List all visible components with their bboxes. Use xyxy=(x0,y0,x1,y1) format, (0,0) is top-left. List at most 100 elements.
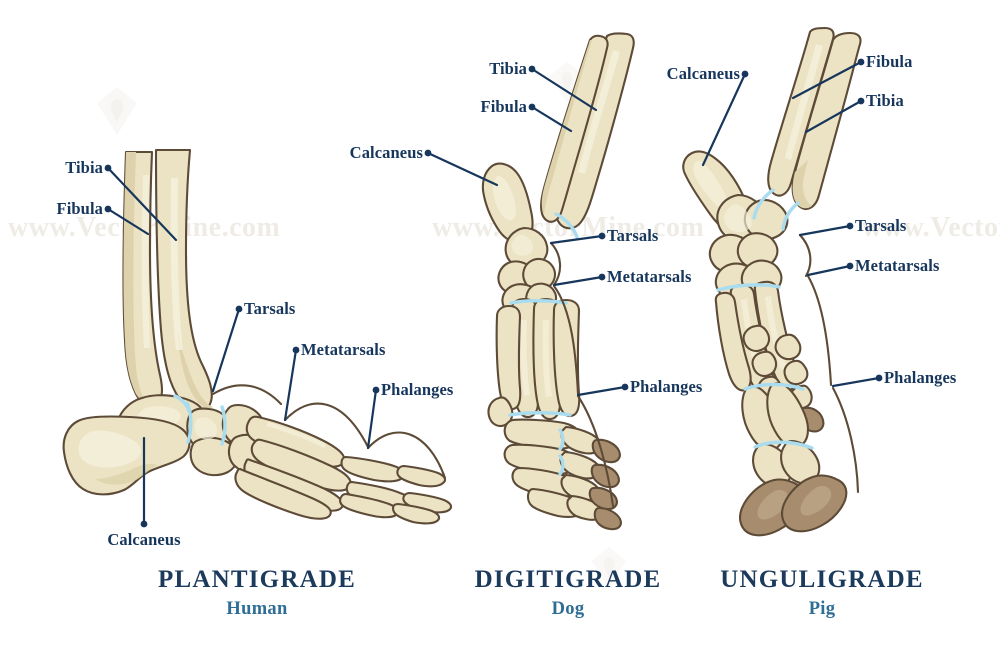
caption-subtitle-unguligrade: Pig xyxy=(808,599,836,620)
caption-digitigrade: DIGITIGRADE Dog xyxy=(474,566,662,620)
leader-dot-plantigrade-calcaneus xyxy=(140,520,148,528)
bone-label-unguligrade-metatarsals: Metatarsals xyxy=(855,255,940,275)
leader-dot-plantigrade-phalanges xyxy=(372,386,380,394)
bone-label-plantigrade-tibia: Tibia xyxy=(65,157,103,177)
human-tarsal-brace xyxy=(211,384,283,406)
pig-tarsal-brace xyxy=(798,233,812,278)
leader-dot-unguligrade-tibia xyxy=(857,97,865,105)
bone-label-plantigrade-calcaneus: Calcaneus xyxy=(107,529,181,549)
leader-dot-plantigrade-tibia xyxy=(104,164,112,172)
bone-label-digitigrade-fibula: Fibula xyxy=(480,96,527,116)
human-phalanges-brace xyxy=(366,431,447,480)
dog-metatarsal-brace xyxy=(552,284,580,396)
leader-line-plantigrade-tibia xyxy=(106,166,178,242)
pig-cartilage xyxy=(752,188,775,220)
dog-metatarsal-bones xyxy=(495,297,581,421)
human-cartilage xyxy=(220,405,227,446)
caption-title-unguligrade: UNGULIGRADE xyxy=(720,566,924,593)
leader-dot-unguligrade-phalanges xyxy=(875,374,883,382)
leader-dot-plantigrade-metatarsals xyxy=(292,346,300,354)
bone-label-unguligrade-calcaneus: Calcaneus xyxy=(666,63,740,83)
leader-dot-digitigrade-phalanges xyxy=(621,383,629,391)
bone-label-digitigrade-phalanges: Phalanges xyxy=(630,376,703,396)
leader-line-plantigrade-fibula xyxy=(106,207,150,236)
caption-subtitle-plantigrade: Human xyxy=(226,599,288,620)
leader-dot-unguligrade-fibula xyxy=(857,58,865,66)
human-foot-skeleton xyxy=(62,148,453,525)
leader-line-unguligrade-calcaneus xyxy=(701,72,747,167)
bone-label-digitigrade-tibia: Tibia xyxy=(489,58,527,78)
human-metatarsal-brace xyxy=(283,402,370,449)
pig-tarsal-bones xyxy=(708,193,789,301)
dog-cartilage xyxy=(558,454,565,476)
caption-unguligrade: UNGULIGRADE Pig xyxy=(720,566,924,620)
dog-cartilage xyxy=(554,212,579,239)
leader-dot-unguligrade-tarsals xyxy=(846,222,854,230)
leader-dot-plantigrade-fibula xyxy=(104,205,112,213)
leader-dot-digitigrade-calcaneus xyxy=(424,149,432,157)
human-cartilage xyxy=(173,394,191,413)
bone-label-digitigrade-calcaneus: Calcaneus xyxy=(349,142,423,162)
bone-label-unguligrade-fibula: Fibula xyxy=(866,51,913,71)
caption-plantigrade: PLANTIGRADE Human xyxy=(158,566,356,620)
dog-fibula-bone xyxy=(540,34,609,223)
bone-label-plantigrade-tarsals: Tarsals xyxy=(244,298,296,318)
leader-dot-unguligrade-calcaneus xyxy=(741,70,749,78)
caption-title-plantigrade: PLANTIGRADE xyxy=(158,566,356,593)
leader-dot-digitigrade-fibula xyxy=(528,103,536,111)
leader-line-plantigrade-metatarsals xyxy=(283,348,298,422)
leader-line-digitigrade-tibia xyxy=(530,67,598,112)
caption-title-digitigrade: DIGITIGRADE xyxy=(474,566,662,593)
leader-line-unguligrade-metatarsals xyxy=(806,264,852,277)
pig-metatarsal-brace xyxy=(806,274,833,387)
pig-foot-skeleton xyxy=(682,26,862,537)
bone-label-plantigrade-fibula: Fibula xyxy=(56,198,103,218)
watermark-text: www.VectorMine.com xyxy=(862,212,1000,243)
dog-cartilage xyxy=(558,428,565,451)
watermark-logo-icon xyxy=(97,87,137,135)
leader-line-digitigrade-fibula xyxy=(530,105,573,133)
dog-cartilage xyxy=(509,299,568,305)
pig-cartilage xyxy=(781,201,800,231)
leader-line-digitigrade-phalanges xyxy=(576,385,627,397)
leader-line-unguligrade-tarsals xyxy=(798,224,852,237)
bone-label-plantigrade-metatarsals: Metatarsals xyxy=(301,339,386,359)
human-calcaneus-bone xyxy=(62,415,191,496)
leader-dot-digitigrade-tarsals xyxy=(598,232,606,240)
pig-cartilage xyxy=(753,440,814,450)
dog-phalanges-brace xyxy=(576,394,615,508)
dog-cartilage xyxy=(508,411,572,417)
human-fibula-bone xyxy=(122,150,164,407)
bone-label-unguligrade-phalanges: Phalanges xyxy=(884,367,957,387)
leader-dot-unguligrade-metatarsals xyxy=(846,262,854,270)
leader-line-digitigrade-metatarsals xyxy=(552,275,604,287)
bone-label-digitigrade-tarsals: Tarsals xyxy=(607,225,659,245)
leader-line-plantigrade-tarsals xyxy=(211,307,241,393)
leader-dot-plantigrade-tarsals xyxy=(235,305,243,313)
leader-line-digitigrade-tarsals xyxy=(549,234,604,245)
pig-hoof-tips xyxy=(739,474,848,537)
human-metatarsal-bones xyxy=(234,415,352,520)
bone-label-unguligrade-tibia: Tibia xyxy=(866,90,904,110)
leader-line-unguligrade-fibula xyxy=(791,60,863,100)
pig-cartilage xyxy=(743,382,805,391)
leader-dot-digitigrade-tibia xyxy=(528,65,536,73)
caption-subtitle-digitigrade: Dog xyxy=(551,599,585,620)
leader-dot-digitigrade-metatarsals xyxy=(598,273,606,281)
dog-foot-skeleton xyxy=(481,32,635,531)
pig-phalanges-brace xyxy=(831,386,860,494)
bone-label-plantigrade-phalanges: Phalanges xyxy=(381,379,454,399)
leader-line-digitigrade-calcaneus xyxy=(426,151,499,187)
leader-line-unguligrade-tibia xyxy=(804,99,863,134)
watermark-logo-icon xyxy=(549,61,585,104)
pig-cartilage xyxy=(716,283,781,292)
bone-label-digitigrade-metatarsals: Metatarsals xyxy=(607,266,692,286)
human-phalanx-bones xyxy=(339,455,453,525)
dog-tarsal-brace xyxy=(549,241,562,287)
watermark-logo-icon xyxy=(591,546,627,589)
human-tibia-bone xyxy=(154,148,213,413)
leader-line-plantigrade-phalanges xyxy=(366,388,378,450)
